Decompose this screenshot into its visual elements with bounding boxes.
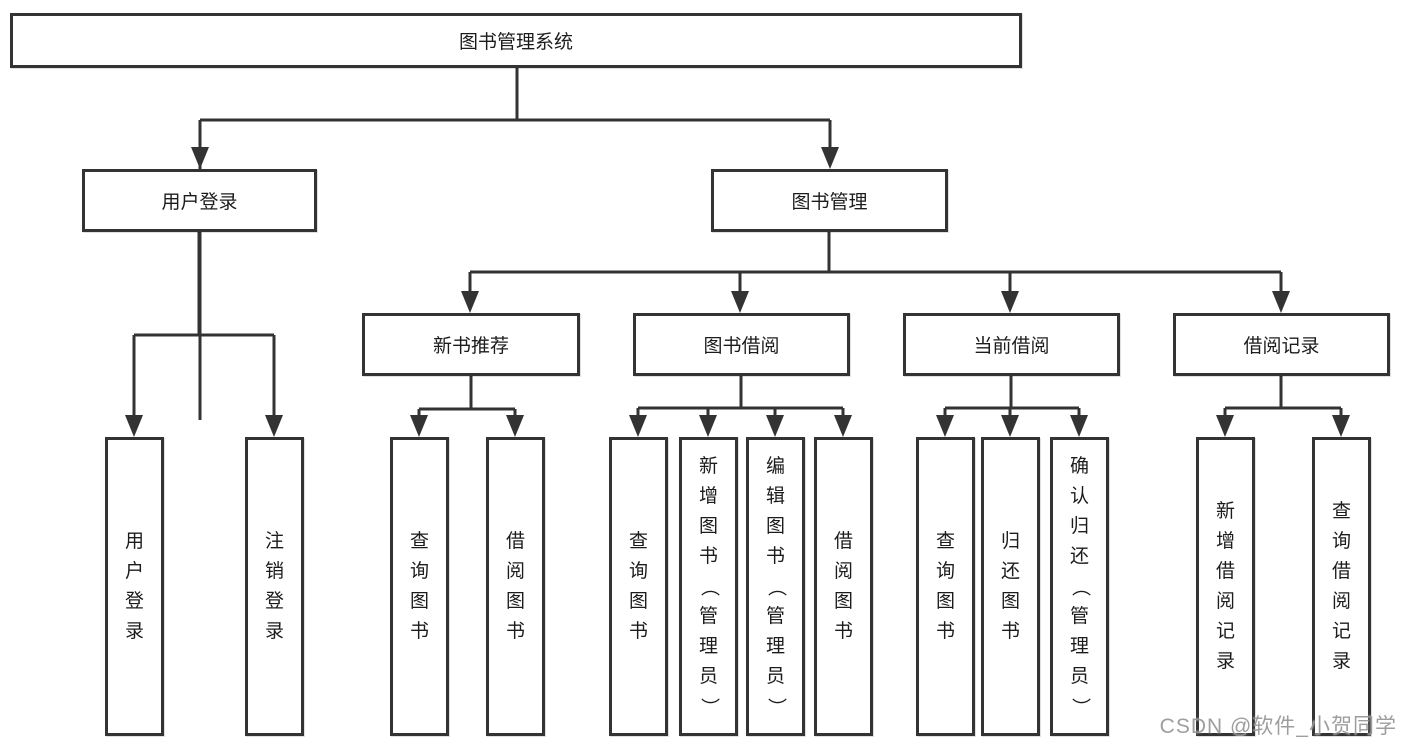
node-borrow-records: 借阅记录 <box>1173 313 1390 376</box>
leaf-add-borrow-record: 新增借阅记录 <box>1196 437 1255 736</box>
leaf-query-books-borrow: 查询图书 <box>609 437 668 736</box>
leaf-edit-book-admin: 编辑图书（管理员） <box>746 437 805 736</box>
node-root: 图书管理系统 <box>10 13 1022 68</box>
leaf-query-books-current: 查询图书 <box>916 437 975 736</box>
node-root-label: 图书管理系统 <box>458 32 573 53</box>
node-current-borrow-label: 当前借阅 <box>973 336 1050 357</box>
watermark: CSDN @软件_小贺同学 <box>1159 715 1397 738</box>
node-new-book-recommend-label: 新书推荐 <box>432 336 509 357</box>
node-current-borrow: 当前借阅 <box>903 313 1120 376</box>
leaf-borrow-books-recommend: 借阅图书 <box>486 437 545 736</box>
leaf-query-books-recommend: 查询图书 <box>390 437 449 736</box>
node-book-borrow-label: 图书借阅 <box>703 336 780 357</box>
leaf-logout: 注销登录 <box>245 437 304 736</box>
node-user-login-label: 用户登录 <box>161 192 238 213</box>
node-new-book-recommend: 新书推荐 <box>362 313 580 376</box>
node-book-management-label: 图书管理 <box>791 192 868 213</box>
leaf-return-books: 归还图书 <box>981 437 1040 736</box>
leaf-query-borrow-record: 查询借阅记录 <box>1312 437 1371 736</box>
node-borrow-records-label: 借阅记录 <box>1243 336 1320 357</box>
node-book-borrow: 图书借阅 <box>633 313 850 376</box>
node-user-login: 用户登录 <box>82 169 317 232</box>
leaf-confirm-return-admin: 确认归还（管理员） <box>1050 437 1109 736</box>
leaf-borrow-books: 借阅图书 <box>814 437 873 736</box>
leaf-add-book-admin: 新增图书（管理员） <box>679 437 738 736</box>
node-book-management: 图书管理 <box>711 169 948 232</box>
leaf-user-login: 用户登录 <box>105 437 164 736</box>
